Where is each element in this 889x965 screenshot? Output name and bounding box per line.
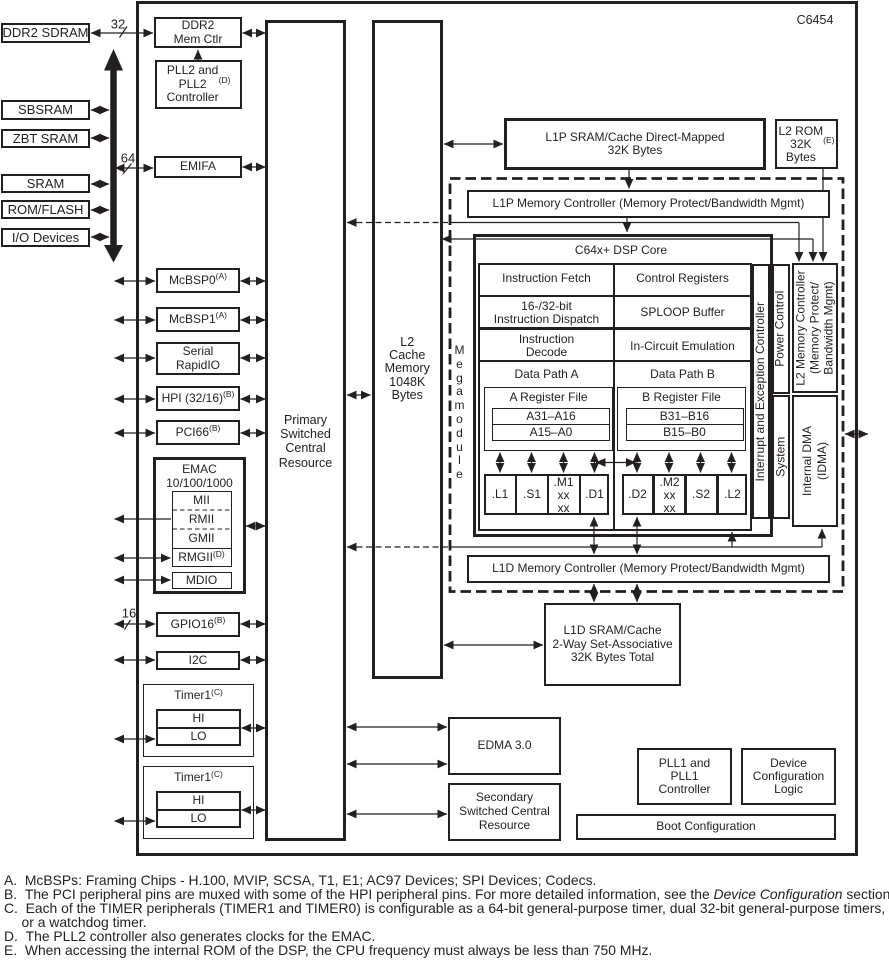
svg-text:64: 64 bbox=[121, 151, 135, 166]
svg-text:16: 16 bbox=[122, 606, 136, 621]
svg-text:32: 32 bbox=[111, 17, 125, 32]
